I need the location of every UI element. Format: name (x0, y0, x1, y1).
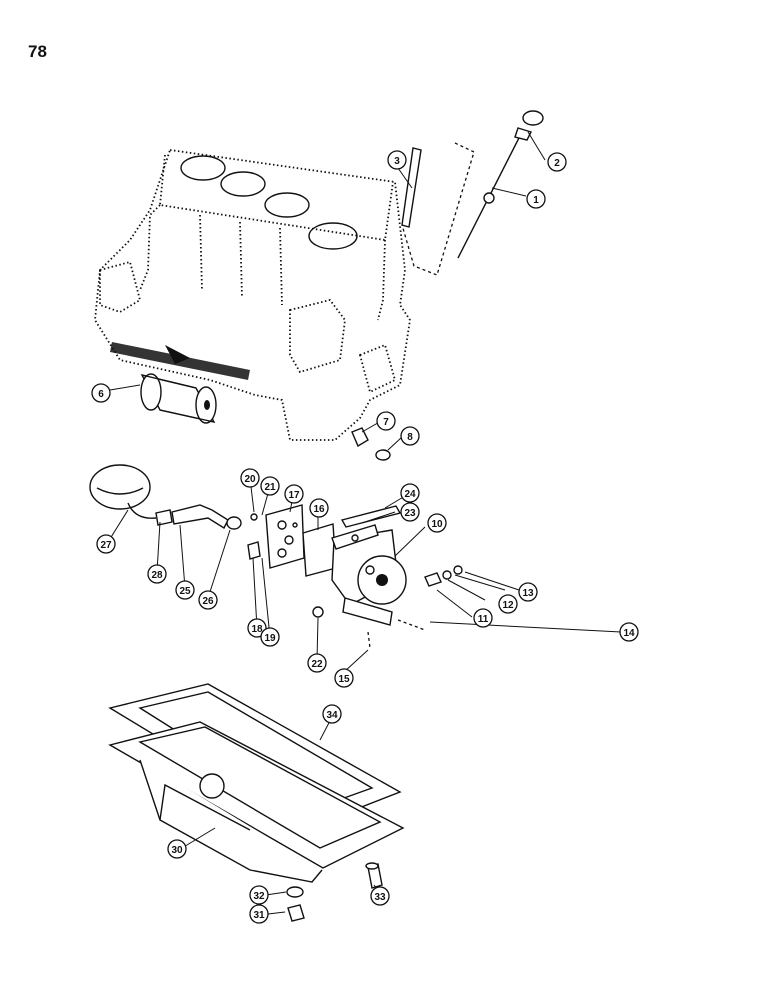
oil-pan (108, 721, 405, 883)
engine-block (94, 149, 411, 441)
callout-31: 31 (249, 904, 269, 924)
oil-filter (140, 373, 217, 424)
callout-label: 15 (338, 674, 350, 685)
callout-label: 30 (171, 845, 183, 856)
callout-24: 24 (400, 483, 420, 503)
callout-11: 11 (473, 608, 493, 628)
callout-label: 34 (326, 710, 338, 721)
callout-label: 25 (179, 586, 191, 597)
callout-3: 3 (387, 150, 407, 170)
callout-2: 2 (547, 152, 567, 172)
callout-26: 26 (198, 590, 218, 610)
callout-label: 21 (264, 482, 276, 493)
callout-25: 25 (175, 580, 195, 600)
callout-30: 30 (167, 839, 187, 859)
callout-label: 22 (311, 659, 323, 670)
callout-label: 33 (374, 892, 386, 903)
callout-label: 32 (253, 891, 265, 902)
callout-label: 12 (502, 600, 514, 611)
callout-27: 27 (96, 534, 116, 554)
callout-17: 17 (284, 484, 304, 504)
callout-label: 2 (554, 158, 560, 169)
callout-label: 8 (407, 432, 413, 443)
callout-7: 7 (376, 411, 396, 431)
callout-label: 16 (313, 504, 325, 515)
callout-label: 14 (623, 628, 635, 639)
callout-34: 34 (322, 704, 342, 724)
callout-20: 20 (240, 468, 260, 488)
pan-drain-plug (286, 886, 305, 922)
pump-small-parts (312, 505, 463, 649)
callout-label: 7 (383, 417, 389, 428)
oil-pump-strainer (89, 464, 242, 530)
callout-label: 20 (244, 474, 256, 485)
callout-15: 15 (334, 668, 354, 688)
callout-label: 13 (522, 588, 534, 599)
callout-label: 3 (394, 156, 400, 167)
dipstick-tube (401, 142, 475, 276)
callout-19: 19 (260, 627, 280, 647)
callout-label: 31 (253, 910, 265, 921)
callout-label: 18 (251, 624, 263, 635)
leader-lines (107, 131, 622, 915)
callout-21: 21 (260, 476, 280, 496)
callout-label: 19 (264, 633, 276, 644)
callout-label: 28 (151, 570, 163, 581)
callout-label: 6 (98, 389, 104, 400)
callout-1: 1 (526, 189, 546, 209)
pan-bolt (365, 862, 383, 889)
callout-12: 12 (498, 594, 518, 614)
callout-label: 10 (431, 519, 443, 530)
callout-label: 24 (404, 489, 416, 500)
callout-16: 16 (309, 498, 329, 518)
callout-label: 11 (478, 614, 489, 625)
callout-13: 13 (518, 582, 538, 602)
pump-cover (247, 504, 337, 577)
callout-14: 14 (619, 622, 639, 642)
callout-10: 10 (427, 513, 447, 533)
callout-label: 1 (533, 195, 539, 206)
pump-body (331, 524, 407, 626)
callout-label: 27 (100, 540, 112, 551)
callout-23: 23 (400, 502, 420, 522)
dipstick (457, 110, 544, 259)
callout-22: 22 (307, 653, 327, 673)
page-number: 78 (28, 42, 47, 61)
callout-6: 6 (91, 383, 111, 403)
callout-33: 33 (370, 886, 390, 906)
callout-label: 23 (404, 508, 416, 519)
callout-label: 17 (288, 490, 300, 501)
callout-label: 26 (202, 596, 214, 607)
callout-28: 28 (147, 564, 167, 584)
callout-8: 8 (400, 426, 420, 446)
callout-32: 32 (249, 885, 269, 905)
drain-plug (351, 427, 391, 461)
